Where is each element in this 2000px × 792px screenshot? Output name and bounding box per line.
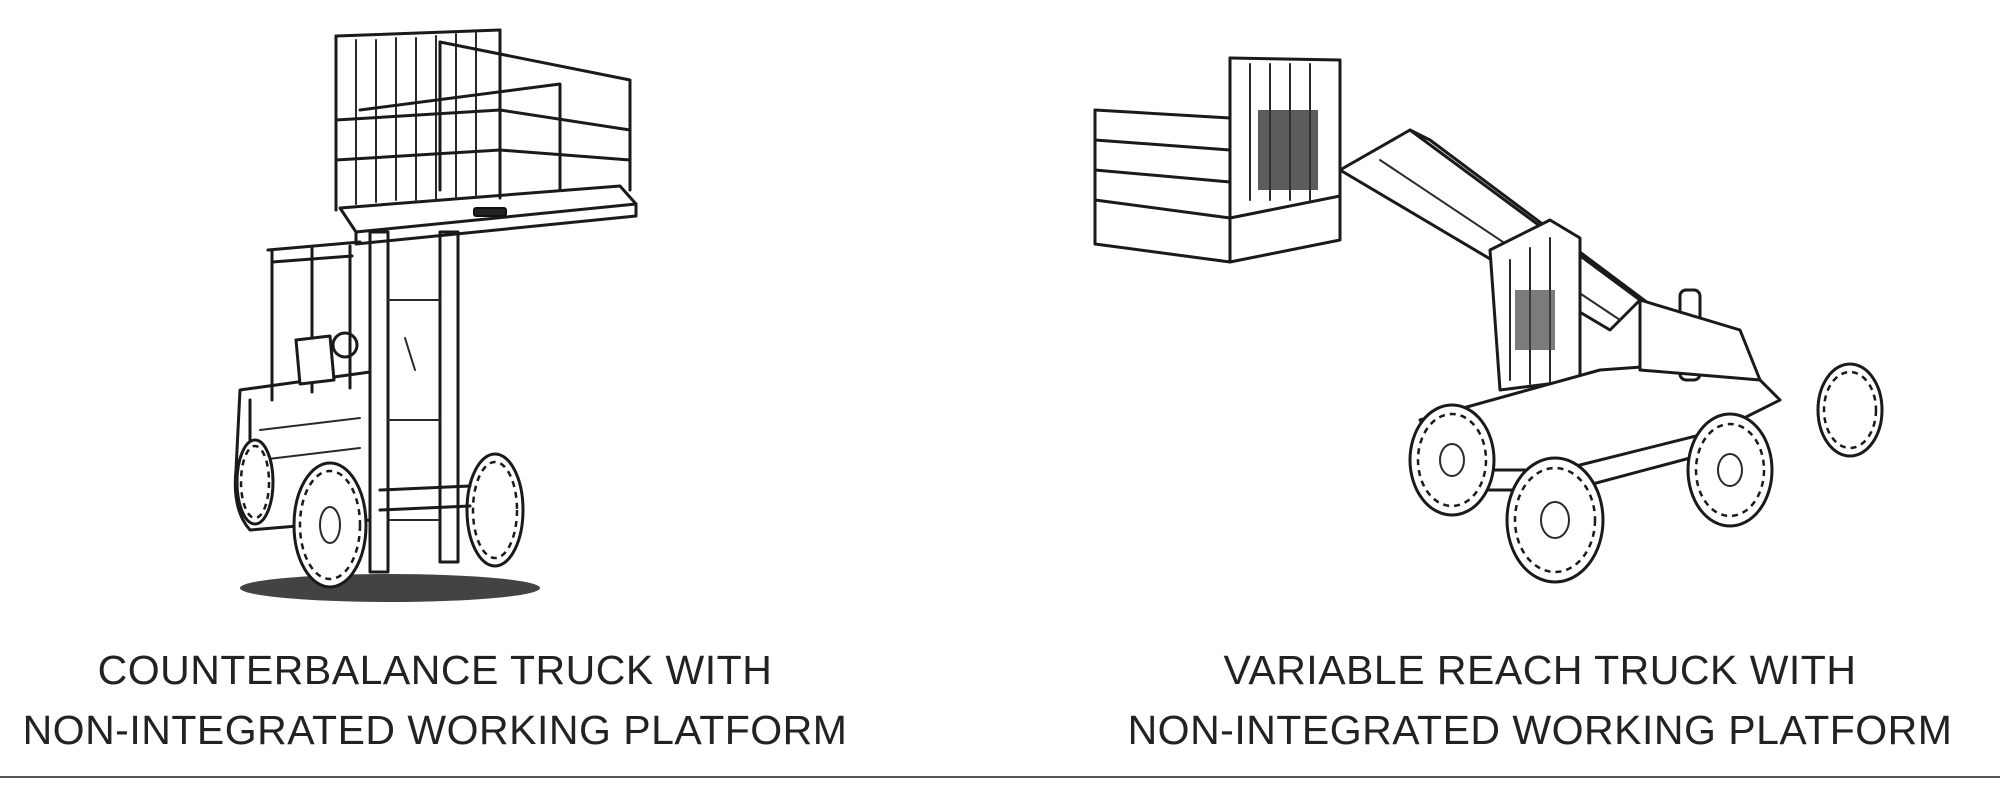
caption-line-1: COUNTERBALANCE TRUCK WITH: [97, 647, 773, 693]
caption-line-2: NON-INTEGRATED WORKING PLATFORM: [22, 707, 848, 753]
figure-variable-reach-truck: VARIABLE REACH TRUCK WITH NON-INTEGRATED…: [1080, 0, 2000, 770]
caption-line-2: NON-INTEGRATED WORKING PLATFORM: [1127, 707, 1953, 753]
bottom-divider: [0, 776, 2000, 778]
figure-counterbalance-truck: COUNTERBALANCE TRUCK WITH NON-INTEGRATED…: [0, 0, 870, 770]
telehandler-with-platform-icon: [1093, 56, 1884, 584]
variable-reach-truck-caption: VARIABLE REACH TRUCK WITH NON-INTEGRATED…: [1080, 640, 2000, 760]
caption-line-1: VARIABLE REACH TRUCK WITH: [1223, 647, 1857, 693]
variable-reach-truck-illustration: [1080, 0, 2000, 620]
counterbalance-truck-caption: COUNTERBALANCE TRUCK WITH NON-INTEGRATED…: [0, 640, 870, 760]
forklift-with-platform-icon: [233, 28, 638, 602]
counterbalance-truck-illustration: [0, 0, 870, 620]
